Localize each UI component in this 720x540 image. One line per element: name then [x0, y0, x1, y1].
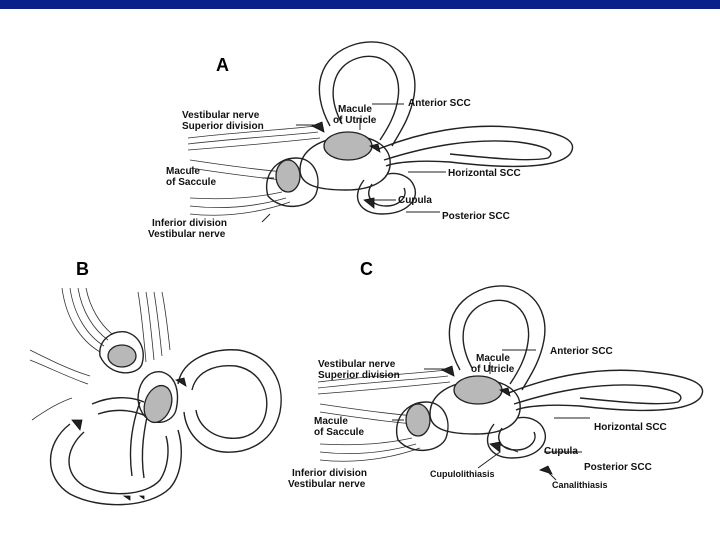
panel-c-cupula-posterior: [489, 441, 501, 453]
panel-c-macule-saccule-label: Macule: [314, 416, 348, 427]
panel-c: C Anterior: [288, 259, 704, 490]
panel-b-horizontal-canal: [177, 349, 282, 453]
panel-c-macule-utricle-label: Macule: [476, 353, 510, 364]
panel-a-macule-saccule-label-2: of Saccule: [166, 177, 216, 188]
panel-b-macule-saccule: [107, 344, 137, 368]
panel-a-letter: A: [216, 55, 229, 75]
panel-b-cupula-posterior: [71, 419, 83, 431]
panel-c-vestibular-nerve-label: Vestibular nerve: [318, 359, 396, 370]
panel-a-macule-utricle-label-2: of Utricle: [333, 115, 377, 126]
panel-a-cupula-horizontal: [368, 143, 381, 153]
panel-c-nerve-fibers: [317, 369, 451, 462]
panel-a-macule-utricle-label: Macule: [338, 104, 372, 115]
panel-c-posterior-scc-label: Posterior SCC: [584, 462, 652, 473]
panel-a-vestibular-nerve-label: Vestibular nerve: [182, 110, 260, 121]
panel-c-anterior-scc-label: Anterior SCC: [550, 346, 613, 357]
panel-c-cupula-anterior: [441, 365, 455, 377]
panel-c-horizontal-scc-label: Horizontal SCC: [594, 422, 667, 433]
panel-a: A: [148, 41, 574, 240]
panel-a-inferior-division-label: Inferior division: [152, 218, 227, 229]
panel-a-cupula-posterior: [363, 197, 375, 209]
panel-c-macule-utricle: [453, 375, 503, 405]
panel-c-macule-saccule: [405, 403, 431, 437]
panel-a-horizontal-scc-label: Horizontal SCC: [448, 168, 521, 179]
panel-a-cupula-label: Cupula: [398, 195, 432, 206]
top-bar: [0, 0, 720, 9]
panel-a-macule-utricle: [323, 131, 373, 161]
panel-c-macule-utricle-label-2: of Utricle: [471, 364, 515, 375]
panel-b-nerve-fibers: [29, 287, 171, 421]
panel-c-inferior-division-label: Inferior division: [292, 468, 367, 479]
panel-c-macule-saccule-label-2: of Saccule: [314, 427, 364, 438]
panel-c-canalithiasis-label: Canalithiasis: [552, 480, 608, 490]
panel-c-cupula-horizontal: [498, 387, 511, 397]
panel-b-cupula-bottom: [122, 495, 131, 501]
panel-c-superior-division-label: Superior division: [318, 370, 400, 381]
panel-a-cupula-anterior: [311, 121, 325, 133]
panel-c-vestibular-nerve-bottom-label: Vestibular nerve: [288, 479, 366, 490]
panel-c-cupula-label: Cupula: [544, 446, 578, 457]
panel-c-horizontal-canal: [505, 369, 704, 412]
panel-a-posterior-canal: [357, 172, 417, 215]
panel-b-cupula-horizontal: [174, 377, 187, 387]
panel-b-macule-utricle: [143, 384, 173, 424]
panel-b-letter: B: [76, 259, 89, 279]
panel-a-anterior-canal: [318, 41, 416, 147]
panel-a-horizontal-canal: [375, 125, 574, 168]
panel-b-posterior-canal: [49, 423, 182, 506]
panel-a-macule-saccule-label: Macule: [166, 166, 200, 177]
panel-c-anterior-canal: [448, 285, 546, 391]
panel-a-macule-saccule: [275, 159, 301, 193]
panel-a-anterior-scc-label: Anterior SCC: [408, 98, 471, 109]
panel-c-posterior-canal: [487, 416, 547, 459]
panel-c-letter: C: [360, 259, 373, 279]
panel-b: B: [29, 259, 282, 506]
panel-a-superior-division-label: Superior division: [182, 121, 264, 132]
panel-c-cupulolithiasis-label: Cupulolithiasis: [430, 469, 495, 479]
panel-a-posterior-scc-label: Posterior SCC: [442, 211, 510, 222]
panel-a-vestibular-nerve-bottom-label: Vestibular nerve: [148, 229, 226, 240]
